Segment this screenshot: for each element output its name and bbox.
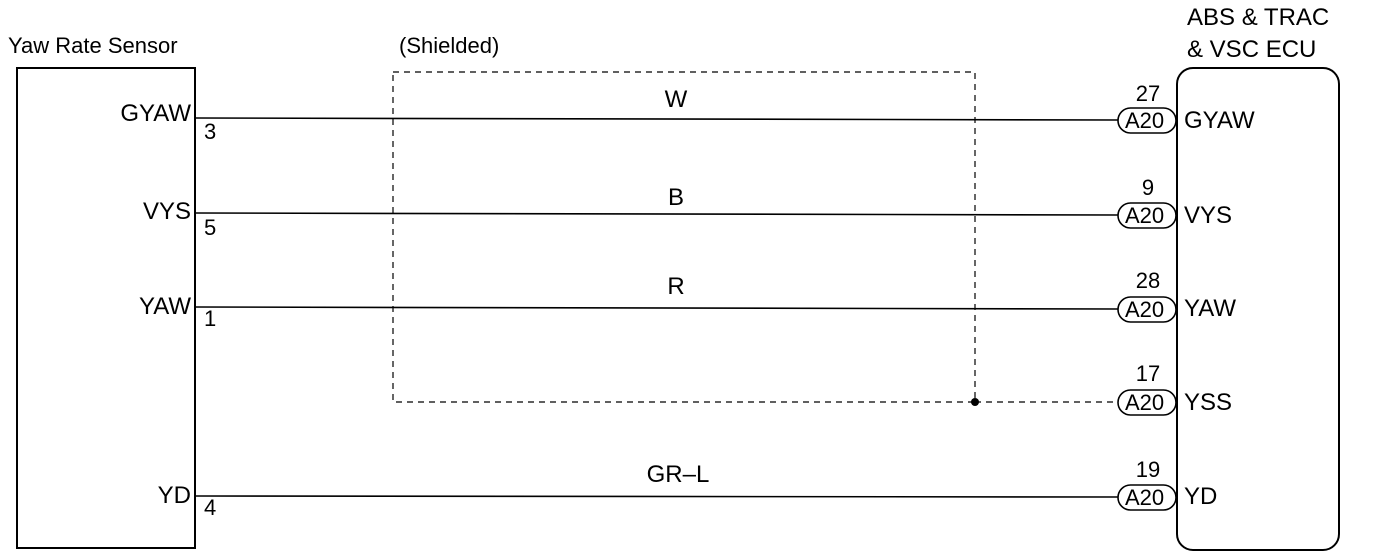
left-pin-4: 4 <box>204 495 217 520</box>
yaw-rate-sensor-box <box>16 67 196 549</box>
connector-label: A20 <box>1125 203 1165 228</box>
connector-pill <box>1117 202 1177 229</box>
ecu-title-line1: ABS & TRAC <box>1187 4 1330 31</box>
right-signal-yss: YSS <box>1184 389 1233 416</box>
wire-yaw <box>194 306 1119 310</box>
right-signal-gyaw: GYAW <box>1184 107 1255 134</box>
shield-label: (Shielded) <box>399 33 500 58</box>
right-signal-yaw: YAW <box>1184 295 1236 322</box>
connector-label: A20 <box>1125 485 1165 510</box>
connector-pill <box>1117 107 1177 134</box>
connector-label: A20 <box>1125 297 1165 322</box>
connector-label: A20 <box>1125 390 1165 415</box>
connector-pill <box>1117 484 1177 511</box>
shield-outline <box>392 71 976 403</box>
wire-color-b: B <box>667 184 684 211</box>
right-pin-17: 17 <box>1135 361 1161 386</box>
connector-pill <box>1117 296 1177 323</box>
wire-gyaw <box>194 117 1119 121</box>
right-pin-9: 9 <box>1141 175 1155 200</box>
connector-label: A20 <box>1125 108 1165 133</box>
sensor-title: Yaw Rate Sensor <box>8 33 178 58</box>
left-pin-3: 3 <box>204 119 217 144</box>
wire-color-gr-l: GR–L <box>646 461 710 488</box>
right-pin-28: 28 <box>1135 268 1161 293</box>
left-pin-1: 1 <box>204 306 217 331</box>
left-signal-vys: VYS <box>142 198 191 225</box>
left-pin-5: 5 <box>204 215 217 240</box>
ecu-box <box>1176 67 1340 551</box>
wire-vys <box>194 212 1119 216</box>
shield-junction-dot <box>971 398 979 406</box>
right-pin-19: 19 <box>1135 457 1161 482</box>
left-signal-yd: YD <box>157 482 191 509</box>
right-signal-yd: YD <box>1184 483 1218 510</box>
right-pin-27: 27 <box>1135 81 1161 106</box>
connector-pill <box>1117 389 1177 416</box>
left-signal-yaw: YAW <box>139 293 191 320</box>
ecu-title-line2: & VSC ECU <box>1187 36 1317 63</box>
wire-yd <box>194 495 1119 498</box>
right-signal-vys: VYS <box>1184 202 1233 229</box>
wire-color-r: R <box>667 273 685 300</box>
left-signal-gyaw: GYAW <box>120 100 191 127</box>
wire-color-w: W <box>664 86 688 113</box>
